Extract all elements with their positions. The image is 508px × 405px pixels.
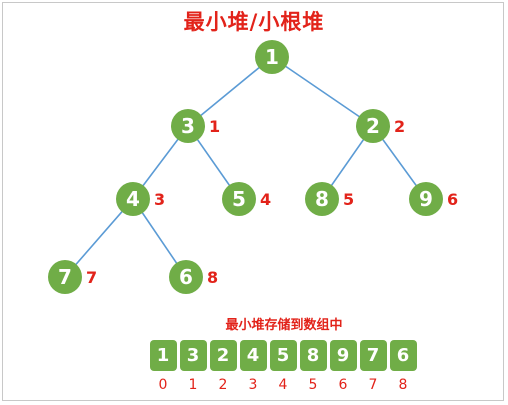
array-index-label: 1 [188, 377, 198, 393]
array-cell: 8 [298, 340, 328, 371]
array-index-label: 3 [248, 377, 258, 393]
array-index-label: 8 [398, 377, 408, 393]
array-index-label: 6 [338, 377, 348, 393]
array-cell: 6 [388, 340, 418, 371]
tree-node-index: 3 [154, 190, 165, 209]
array-cell-value: 6 [389, 340, 417, 371]
diagram-title: 最小堆/小根堆 [183, 10, 325, 34]
array-cell-value: 5 [269, 340, 297, 371]
array-cell: 5 [268, 340, 298, 371]
array-index-label: 0 [158, 377, 168, 393]
array-cell: 9 [328, 340, 358, 371]
tree-node-circle [48, 260, 82, 294]
tree-edge [187, 56, 273, 127]
array-cell: 7 [358, 340, 388, 371]
array-cell-value: 7 [359, 340, 387, 371]
tree-edge [64, 198, 134, 278]
tree-node-value: 3 [181, 114, 195, 138]
array-index-label: 7 [368, 377, 378, 393]
tree-node-value: 2 [366, 114, 380, 138]
array-indexes: 0 1 2 3 4 5 6 7 8 [148, 377, 418, 393]
array-cell: 2 [208, 340, 238, 371]
tree-node-index: 6 [447, 190, 458, 209]
tree-node-index: 8 [207, 268, 218, 287]
array-cell-value: 4 [239, 340, 267, 371]
array-index-label: 5 [308, 377, 318, 393]
array-title: 最小堆存储到数组中 [225, 318, 343, 333]
tree-node-index: 7 [86, 268, 97, 287]
array-index-label: 2 [218, 377, 228, 393]
tree-node-index: 5 [343, 190, 354, 209]
tree-node-value: 1 [265, 45, 279, 69]
tree-node-circle [305, 182, 339, 216]
array-index-label: 4 [278, 377, 288, 393]
tree-node-circle [222, 182, 256, 216]
tree-node-index: 4 [260, 190, 271, 209]
tree-node-value: 4 [126, 187, 140, 211]
tree-node-index: 2 [394, 117, 405, 136]
tree-node-index: 1 [209, 117, 220, 136]
tree-node-value: 7 [58, 265, 72, 289]
tree-node-value: 6 [179, 265, 193, 289]
tree-node-circle [169, 260, 203, 294]
tree-node-circle [255, 40, 289, 74]
tree-edges [64, 56, 427, 278]
diagram-frame [2, 2, 504, 401]
array-cell-value: 3 [179, 340, 207, 371]
tree-node-circle [409, 182, 443, 216]
tree-node: 1 [255, 40, 289, 74]
tree-node-circle [356, 109, 390, 143]
tree-node-value: 9 [419, 187, 433, 211]
array-cell-value: 9 [329, 340, 357, 371]
array-cell-value: 2 [209, 340, 237, 371]
tree-node-value: 5 [232, 187, 246, 211]
tree-node-circle [171, 109, 205, 143]
array-cell: 1 [148, 340, 178, 371]
array-cell: 4 [238, 340, 268, 371]
array-cell-value: 1 [149, 340, 177, 371]
tree-edge [271, 56, 374, 127]
array-cell-value: 8 [299, 340, 327, 371]
tree-node-value: 8 [315, 187, 329, 211]
array-cell: 3 [178, 340, 208, 371]
tree-node-circle [116, 182, 150, 216]
